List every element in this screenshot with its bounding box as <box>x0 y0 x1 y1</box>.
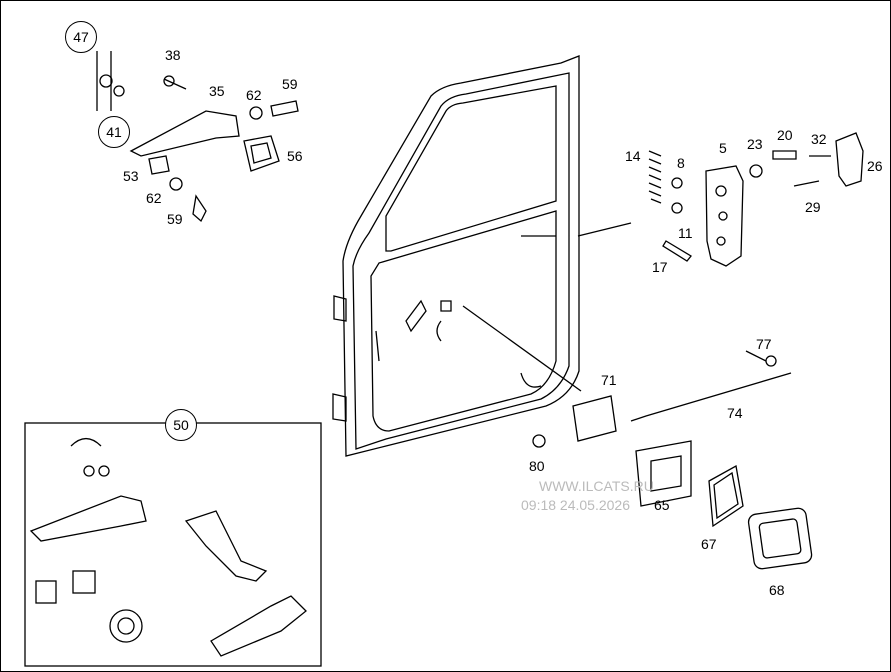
callout-53: 53 <box>123 168 139 184</box>
callout-circled-47: 47 <box>65 21 97 53</box>
door-frame <box>332 55 580 457</box>
callout-11: 11 <box>678 225 693 241</box>
callout-8: 8 <box>677 155 685 171</box>
callout-35: 35 <box>209 83 225 99</box>
callout-29: 29 <box>805 199 821 215</box>
callout-62b: 62 <box>146 190 162 206</box>
callout-62: 62 <box>246 87 262 103</box>
callout-14: 14 <box>625 148 641 164</box>
callout-20: 20 <box>777 127 793 143</box>
callout-65: 65 <box>654 497 670 513</box>
callout-23: 23 <box>747 136 763 152</box>
callout-5: 5 <box>719 140 727 156</box>
callout-17: 17 <box>652 259 668 275</box>
watermark-timestamp: 09:18 24.05.2026 <box>521 497 630 513</box>
callout-26: 26 <box>867 158 883 174</box>
callout-71: 71 <box>601 372 617 388</box>
callout-67: 67 <box>701 536 717 552</box>
callout-circled-50: 50 <box>165 409 197 441</box>
watermark-site: WWW.ILCATS.RU <box>539 478 654 494</box>
callout-56: 56 <box>287 148 303 164</box>
callout-32: 32 <box>811 131 827 147</box>
callout-68: 68 <box>769 582 785 598</box>
callout-74: 74 <box>727 405 743 421</box>
callout-59b: 59 <box>167 211 183 227</box>
callout-38: 38 <box>165 47 181 63</box>
callout-59: 59 <box>282 76 298 92</box>
callout-80: 80 <box>529 458 545 474</box>
callout-77: 77 <box>756 336 772 352</box>
callout-circled-41: 41 <box>98 116 130 148</box>
